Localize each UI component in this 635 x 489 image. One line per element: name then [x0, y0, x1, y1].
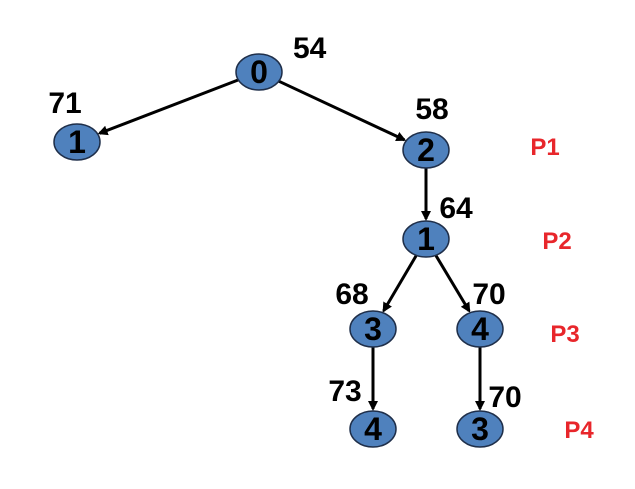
node-label: 3 — [364, 311, 382, 347]
node-circle — [402, 131, 450, 169]
node-circle — [53, 123, 101, 161]
tree-node-n7: 3 — [456, 410, 504, 448]
node-label: 0 — [250, 54, 268, 90]
node-cost-label: 71 — [48, 87, 81, 120]
node-label: 3 — [471, 411, 489, 447]
level-label: P1 — [530, 134, 559, 161]
tree-node-n1: 1 — [53, 123, 101, 161]
node-cost-label: 70 — [472, 278, 505, 311]
edge-n3-n4 — [382, 254, 418, 313]
tree-node-n2: 2 — [402, 131, 450, 169]
level-label: P2 — [542, 228, 571, 255]
node-label: 4 — [364, 411, 382, 447]
node-circle — [349, 410, 397, 448]
level-label: P3 — [550, 321, 579, 348]
tree-node-n4: 3 — [349, 310, 397, 348]
node-label: 1 — [417, 221, 435, 257]
node-circle — [402, 220, 450, 258]
node-circle — [456, 410, 504, 448]
node-cost-label: 68 — [335, 278, 368, 311]
node-label: 4 — [471, 311, 489, 347]
node-circle — [349, 310, 397, 348]
tree-node-n3: 1 — [402, 220, 450, 258]
node-cost-label: 70 — [488, 381, 521, 414]
edge-n0-n1 — [97, 78, 239, 136]
level-label: P4 — [564, 417, 594, 444]
node-label: 1 — [68, 124, 86, 160]
tree-node-n0: 0 — [235, 53, 283, 91]
edge-n3-n5 — [434, 254, 471, 313]
nodes: 0 1 2 1 3 4 4 3 — [53, 53, 504, 448]
edges — [97, 78, 485, 411]
node-circle — [456, 310, 504, 348]
cost-labels: 54 71 58 64 68 70 73 70 — [48, 32, 521, 414]
node-circle — [235, 53, 283, 91]
node-cost-label: 64 — [439, 192, 473, 225]
node-cost-label: 58 — [415, 93, 448, 126]
tree-node-n5: 4 — [456, 310, 504, 348]
tree-node-n6: 4 — [349, 410, 397, 448]
node-cost-label: 54 — [293, 32, 327, 65]
edge-n0-n2 — [278, 79, 407, 142]
node-label: 2 — [417, 132, 435, 168]
node-cost-label: 73 — [328, 375, 361, 408]
